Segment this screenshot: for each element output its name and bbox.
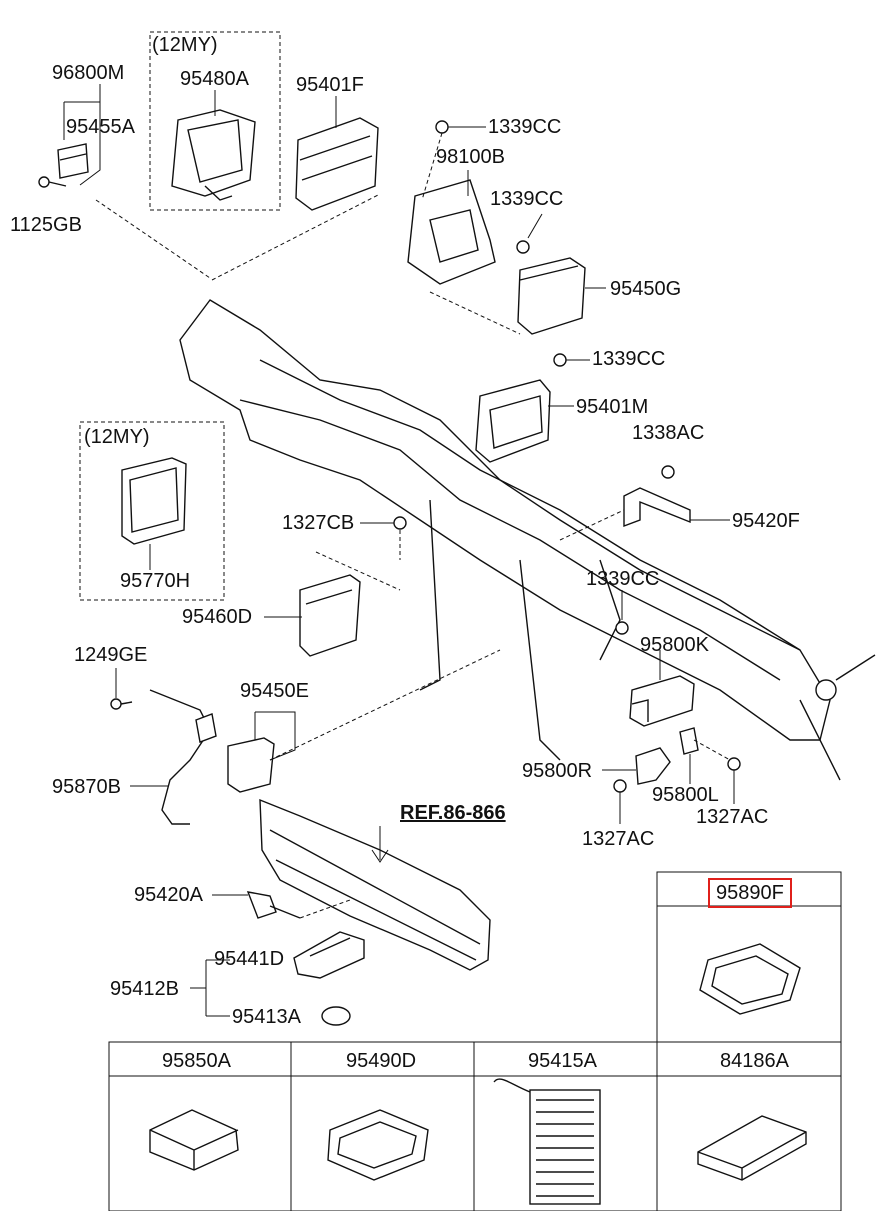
label-95401F[interactable]: 95401F (296, 74, 364, 96)
nut-1327AC-1 (613, 779, 627, 824)
label-1327AC-1[interactable]: 1327AC (582, 828, 655, 850)
label-95800K[interactable]: 95800K (640, 634, 709, 656)
nut-1327AC-2 (727, 757, 741, 804)
bolt-1125GB (38, 176, 67, 188)
module-95480A (171, 90, 256, 201)
bracket-95420A (212, 891, 301, 919)
label-95441D[interactable]: 95441D (214, 948, 285, 970)
label-1339CC-2[interactable]: 1339CC (490, 188, 564, 210)
label-1338AC[interactable]: 1338AC (632, 422, 705, 444)
parts-table (108, 871, 842, 1211)
my12-box-top (149, 31, 281, 211)
image-95890F (699, 943, 801, 1015)
table-label-95850A[interactable]: 95850A (162, 1050, 231, 1072)
dash-line-95800L (693, 739, 731, 761)
module-95770H (121, 457, 187, 570)
smart-key-95441D (293, 931, 365, 979)
nut-1339CC-4 (615, 590, 629, 635)
dash-line-95450G (429, 291, 521, 335)
label-ref-86-866[interactable]: REF.86-866 (400, 802, 506, 824)
table-label-95890F[interactable]: 95890F (708, 878, 792, 908)
module-95800K (629, 650, 695, 727)
nut-1327CB (360, 516, 407, 560)
label-95455A[interactable]: 95455A (66, 116, 135, 138)
label-12my-left: (12MY) (84, 426, 150, 448)
bracket-98100B (407, 170, 496, 285)
label-95420F[interactable]: 95420F (732, 510, 800, 532)
dash-line-95420F (559, 509, 625, 541)
label-1339CC-1[interactable]: 1339CC (488, 116, 562, 138)
nut-1339CC-2 (516, 213, 543, 254)
table-label-84186A[interactable]: 84186A (720, 1050, 789, 1072)
image-95850A (149, 1109, 239, 1171)
label-95412B[interactable]: 95412B (110, 978, 179, 1000)
label-95420A[interactable]: 95420A (134, 884, 203, 906)
image-84186A (697, 1115, 807, 1181)
bracket-95800R (602, 747, 671, 785)
cowl-cross-bar (179, 299, 876, 781)
module-95450G (517, 257, 606, 335)
bolt-1249GE (110, 668, 133, 710)
nut-1339CC-1 (421, 120, 486, 201)
module-95401M (475, 379, 574, 463)
leader-95412B (190, 959, 230, 1017)
label-96800M[interactable]: 96800M (52, 62, 125, 84)
module-95401F (295, 96, 379, 211)
label-1125GB[interactable]: 1125GB (10, 214, 82, 236)
my12-box-left (79, 421, 225, 601)
label-95450E[interactable]: 95450E (240, 680, 309, 702)
label-95413A[interactable]: 95413A (232, 1006, 301, 1028)
bracket-95800L (679, 727, 699, 784)
label-95460D[interactable]: 95460D (182, 606, 253, 628)
dash-line-95401F (211, 193, 381, 281)
label-95870B[interactable]: 95870B (52, 776, 121, 798)
label-95770H[interactable]: 95770H (120, 570, 191, 592)
battery-95413A (321, 1006, 351, 1026)
label-95480A[interactable]: 95480A (180, 68, 249, 90)
label-1339CC-3[interactable]: 1339CC (592, 348, 666, 370)
module-95460D (264, 574, 361, 657)
label-1339CC-4[interactable]: 1339CC (586, 568, 660, 590)
image-95415A (493, 1078, 601, 1205)
label-95800L[interactable]: 95800L (652, 784, 719, 806)
label-1327AC-2[interactable]: 1327AC (696, 806, 769, 828)
nut-1339CC-3 (553, 353, 590, 367)
label-95401M[interactable]: 95401M (576, 396, 649, 418)
label-95450G[interactable]: 95450G (610, 278, 682, 300)
leader-96800M (63, 84, 101, 186)
nut-1338AC (661, 465, 675, 479)
sensor-95870B (130, 689, 217, 825)
reinforcement-bar (259, 798, 491, 971)
label-1249GE[interactable]: 1249GE (74, 644, 148, 666)
dash-line-95420A (299, 899, 351, 919)
dash-line-1125GB (95, 199, 211, 279)
table-label-95490D[interactable]: 95490D (346, 1050, 417, 1072)
module-95455A (57, 143, 89, 179)
table-label-95415A[interactable]: 95415A (528, 1050, 597, 1072)
module-95450E (227, 711, 296, 793)
dash-line-95460D (315, 551, 401, 591)
dash-line-95450E (269, 649, 501, 761)
bracket-95420F (623, 487, 730, 528)
label-95800R[interactable]: 95800R (522, 760, 593, 782)
label-1327CB[interactable]: 1327CB (282, 512, 355, 534)
label-98100B[interactable]: 98100B (436, 146, 505, 168)
image-95490D (327, 1109, 429, 1181)
label-12my-top: (12MY) (152, 34, 218, 56)
